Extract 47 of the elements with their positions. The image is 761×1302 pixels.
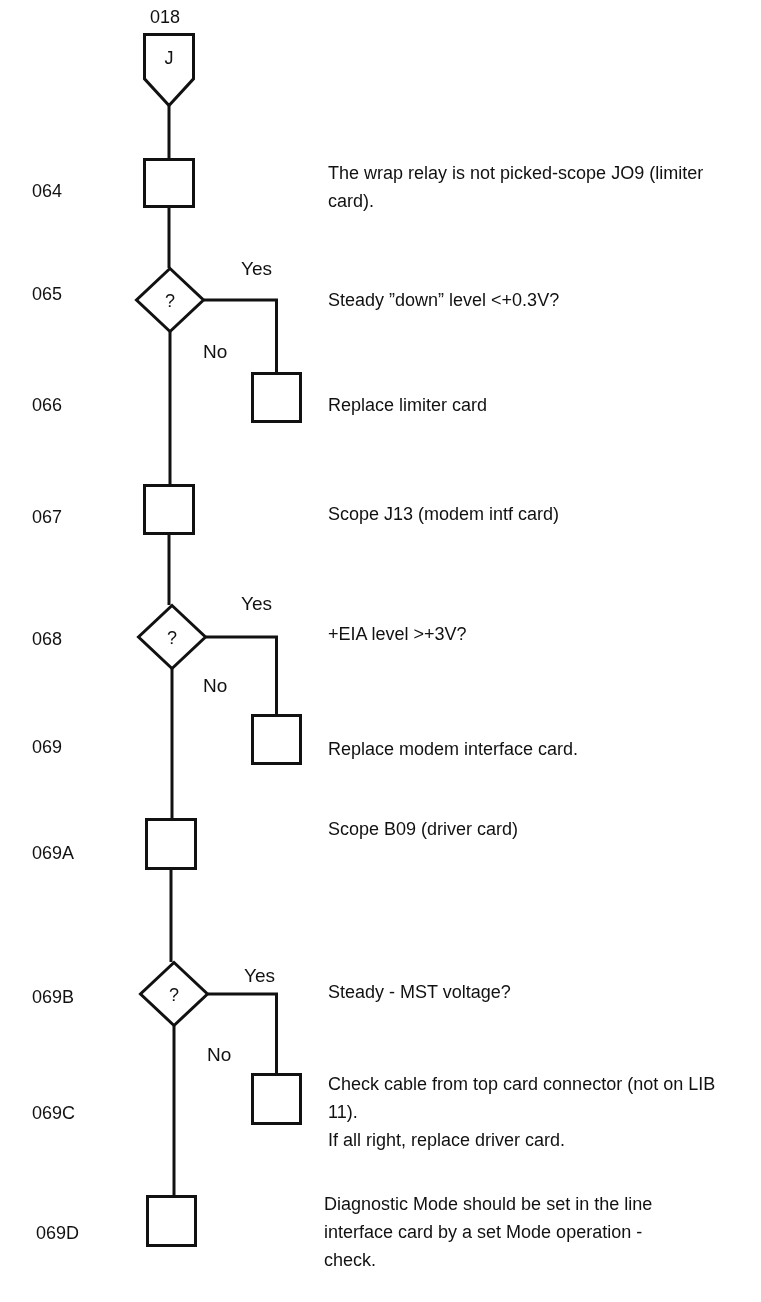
connector-line bbox=[167, 534, 171, 605]
step-description: Steady ”down” level <+0.3V? bbox=[328, 289, 561, 312]
step-description: Steady - MST voltage? bbox=[328, 981, 512, 1004]
process-box bbox=[146, 1195, 197, 1247]
step-number: 067 bbox=[32, 506, 63, 529]
step-description: The wrap relay is not picked-scope JO9 (limiter card). bbox=[328, 162, 705, 213]
connector-line bbox=[168, 332, 172, 485]
connector-line bbox=[206, 635, 278, 715]
connector-line bbox=[208, 992, 278, 1074]
page-reference: 018 bbox=[150, 6, 181, 29]
question-mark: ? bbox=[166, 629, 178, 647]
step-description: Replace limiter card bbox=[328, 394, 489, 417]
connector-line bbox=[167, 207, 171, 268]
connector-line bbox=[204, 298, 278, 373]
step-number: 066 bbox=[32, 394, 63, 417]
question-mark: ? bbox=[164, 292, 176, 310]
decision-diamond bbox=[135, 267, 205, 333]
connector-line bbox=[169, 869, 173, 962]
connector-line bbox=[167, 106, 171, 159]
step-number: 069 bbox=[32, 736, 63, 759]
process-box bbox=[251, 1073, 302, 1125]
step-description: Replace modem interface card. bbox=[328, 738, 580, 761]
step-description: +EIA level >+3V? bbox=[328, 623, 468, 646]
decision-diamond bbox=[137, 604, 207, 670]
step-number: 068 bbox=[32, 628, 63, 651]
process-box bbox=[143, 158, 195, 208]
step-description: Check cable from top card connector (not on LIB 11). bbox=[328, 1073, 717, 1124]
step-description: Scope B09 (driver card) bbox=[328, 818, 520, 841]
decision-diamond bbox=[139, 961, 209, 1027]
step-number: 069B bbox=[32, 986, 75, 1009]
step-number: 064 bbox=[32, 180, 63, 203]
offpage-connector bbox=[143, 33, 195, 107]
process-box bbox=[251, 372, 302, 423]
question-mark: ? bbox=[168, 986, 180, 1004]
step-description: Diagnostic Mode should be set in the line interface card by a set Mode operation - check. bbox=[324, 1193, 654, 1272]
step-description: If all right, replace driver card. bbox=[328, 1129, 567, 1152]
step-number: 065 bbox=[32, 283, 63, 306]
process-box bbox=[143, 484, 195, 535]
connector-line bbox=[172, 1026, 176, 1196]
connector-line bbox=[170, 669, 174, 819]
step-description: Scope J13 (modem intf card) bbox=[328, 503, 561, 526]
step-number: 069D bbox=[36, 1222, 80, 1245]
process-box bbox=[145, 818, 197, 870]
step-number: 069C bbox=[32, 1102, 76, 1125]
step-number: 069A bbox=[32, 842, 75, 865]
process-box bbox=[251, 714, 302, 765]
connector-letter: J bbox=[163, 49, 175, 67]
